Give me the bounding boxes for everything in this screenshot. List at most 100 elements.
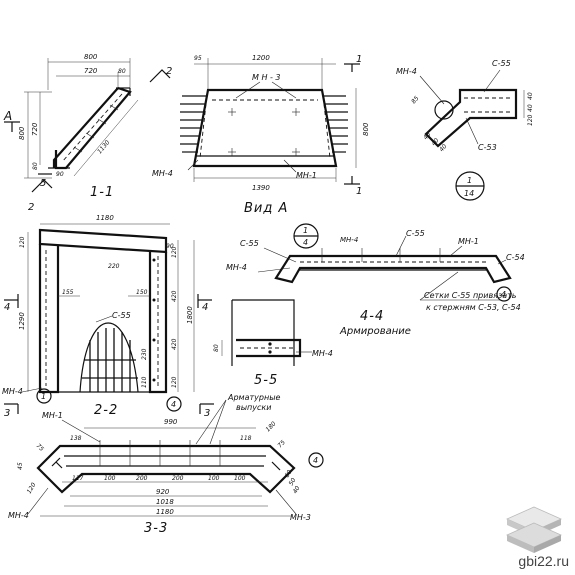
section-1-1-title: 1-1 [90, 185, 114, 200]
label-4-4-mn4a: МН-4 [226, 263, 247, 272]
node-detail: 40 40 120 85 45 40 40 МН-4 С-55 С-53 1 1… [396, 59, 534, 201]
anchor-ticks-4-4 [321, 248, 441, 262]
dim-node-40d: 40 [438, 143, 448, 153]
dim-2-2-120b: 120 [171, 246, 178, 258]
watermark-logo-icon [506, 506, 562, 553]
label-4-4-c55b: С-55 [406, 229, 425, 238]
dim-1-1-90: 90 [56, 171, 64, 178]
dim-3-3-100a: 100 [104, 475, 116, 482]
dim-2-2-1180: 1180 [96, 214, 114, 222]
rebar-dots-2-2 [152, 258, 156, 382]
dim-2-2-155: 155 [62, 289, 74, 296]
note-4-4-line2: к стержням С-53, С-54 [426, 303, 521, 312]
label-4-4-mn1: МН-1 [458, 237, 479, 246]
watermark-text: gbi22.ru [518, 553, 569, 569]
dim-2-2-120a: 120 [19, 236, 26, 248]
ref-2-2-4 [166, 396, 182, 412]
dim-3-3-200a: 200 [136, 475, 148, 482]
dim-1-1-720v: 720 [31, 122, 39, 136]
ref-4-4-bottom: 4 [303, 238, 308, 247]
dim-3-3-100c: 100 [234, 475, 246, 482]
section-2-2-title: 2-2 [94, 403, 118, 418]
dim-3-3-40: 40 [292, 485, 302, 495]
dim-3-3-138: 138 [70, 435, 82, 442]
dim-1-1-80: 80 [118, 68, 126, 75]
dim-2-2-110: 110 [141, 376, 148, 388]
note-4-4-line1: Сетки С-55 привязать [424, 291, 517, 300]
dim-3-3-1018: 1018 [156, 498, 174, 506]
hatch-arch [82, 328, 138, 392]
dim-3-3-1180: 1180 [156, 508, 174, 516]
anchor-marks-view-a [228, 108, 300, 156]
label-node-c53: С-53 [478, 143, 497, 152]
label-node-c55: С-55 [492, 59, 511, 68]
section-5-5: 80 МН-4 5-5 [213, 299, 333, 388]
cut-4-right: 4 [202, 302, 208, 313]
dim-view-a-95: 95 [194, 55, 202, 62]
ref-4-4-4-text: 4 [501, 290, 506, 299]
dim-2-2-1290: 1290 [18, 312, 26, 330]
node-circle [434, 100, 454, 120]
dim-2-2-150: 150 [136, 289, 148, 296]
label-node-mn4: МН-4 [396, 67, 417, 76]
dim-3-3-100b: 100 [208, 475, 220, 482]
dim-view-a-800: 800 [362, 122, 370, 136]
ref-4-4-4 [496, 286, 512, 302]
ref-2-2-1 [36, 388, 52, 404]
dim-3-3-200b: 200 [172, 475, 184, 482]
cut-1-bottom: 1 [356, 186, 362, 197]
dim-3-3-50: 50 [288, 477, 298, 487]
label-mn3: М Н - 3 [252, 73, 281, 82]
label-view-a-mn4: МН-4 [152, 169, 173, 178]
cut-4-left: 4 [4, 302, 10, 313]
dim-1-1-80v: 80 [32, 162, 39, 170]
dim-2-2-1800: 1800 [186, 306, 194, 324]
dim-2-2-90: 90 [166, 243, 174, 250]
dim-view-a-1390: 1390 [252, 184, 270, 192]
cut-1-top: 1 [356, 54, 362, 65]
section-5-5-title: 5-5 [254, 373, 278, 388]
view-a: 1200 95 [152, 54, 370, 216]
rebar-dot-5-5a [268, 342, 272, 346]
dim-node-40b: 40 [527, 92, 534, 100]
dim-2-2-230: 230 [141, 348, 148, 360]
label-4-4-c55a: С-55 [240, 239, 259, 248]
dim-3-3-920: 920 [156, 488, 170, 496]
section-1-1: 800 720 80 800 720 80 1130 90 2 2 [3, 53, 172, 213]
view-a-title: Вид А [244, 201, 288, 216]
dim-node-40c: 40 [430, 137, 440, 147]
label-3-3-mn4: МН-4 [8, 511, 29, 520]
ref-2-2-4-text: 4 [171, 400, 176, 409]
label-2-2-mn4: МН-4 [2, 387, 23, 396]
label-2-2-c55: С-55 [112, 311, 131, 320]
label-view-a-mn1: МН-1 [296, 171, 317, 180]
rebar-ticks-1-1 [73, 104, 119, 153]
dim-3-3-60: 60 [284, 469, 294, 479]
cut-2-top: 2 [166, 66, 172, 77]
label-3-3-outlets-2: выпуски [236, 403, 271, 412]
cut-3-left: 3 [4, 408, 10, 419]
section-4-4: С-55 МН-4 МН-4 С-55 МН-1 С-54 4 1 4 Сетк… [226, 223, 525, 337]
rebar-outlets-3-3 [99, 440, 221, 466]
dim-3-3-118: 118 [240, 435, 252, 442]
section-4-4-title: 4-4 [360, 309, 384, 324]
ref-3-3-4 [308, 452, 324, 468]
dim-5-5-80: 80 [213, 344, 220, 352]
dim-2-2-120c: 120 [171, 376, 178, 388]
dim-1-1-800: 800 [84, 53, 98, 61]
dim-1-1-1130: 1130 [96, 139, 111, 155]
ref-4-4-top: 1 [303, 226, 308, 235]
dim-3-3-990: 990 [164, 418, 178, 426]
label-4-4-mn4b: МН-4 [340, 236, 358, 244]
dim-2-2-220: 220 [108, 263, 120, 270]
label-3-3-mn3: МН-3 [290, 513, 311, 522]
dim-2-2-420a: 420 [171, 290, 178, 302]
rebar-right-view-a [324, 95, 348, 153]
cut-3-right: 3 [204, 408, 210, 419]
dim-1-1-800v: 800 [18, 126, 26, 140]
dim-node-85: 85 [410, 95, 420, 105]
dim-3-3-45: 45 [17, 462, 24, 470]
dim-3-3-75a: 75 [35, 442, 45, 452]
section-4-4-subtitle: Армирование [339, 326, 411, 337]
label-3-3-mn1: МН-1 [42, 411, 63, 420]
